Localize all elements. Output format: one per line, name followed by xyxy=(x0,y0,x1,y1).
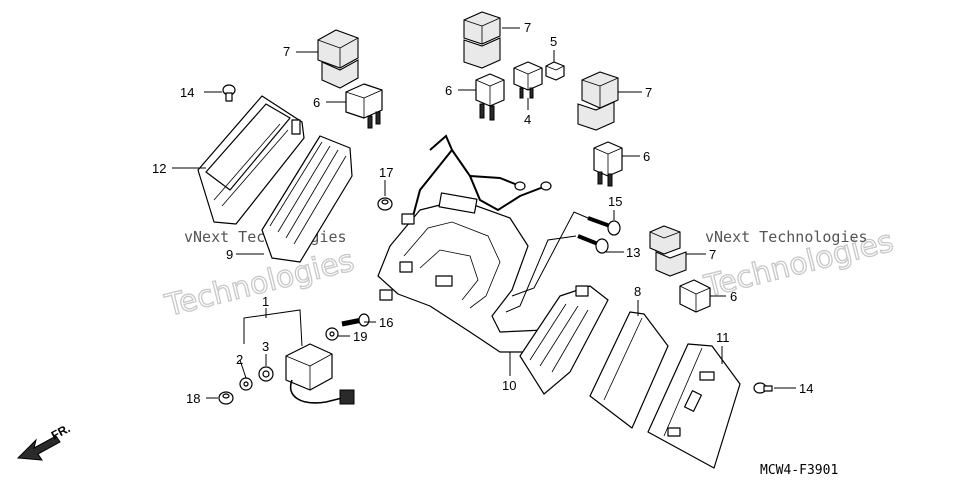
callout-5: 5 xyxy=(550,34,557,49)
bracket-10 xyxy=(377,199,555,353)
callout-6-center: 6 xyxy=(445,83,452,98)
bolt-15 xyxy=(587,216,621,236)
control-unit-9 xyxy=(261,135,353,263)
relay-cap-7-right xyxy=(577,71,619,131)
callout-4: 4 xyxy=(524,112,531,127)
watermark-large-left: Technologies xyxy=(161,243,357,324)
callout-9: 9 xyxy=(226,247,233,262)
module-11 xyxy=(647,343,741,469)
callout-6-left: 6 xyxy=(313,95,320,110)
relay-6-left xyxy=(345,83,383,129)
callout-11: 11 xyxy=(716,330,730,345)
callout-6-right: 6 xyxy=(643,149,650,164)
callout-7-right: 7 xyxy=(645,85,652,100)
callout-17: 17 xyxy=(379,165,393,180)
relay-cap-7-far-right xyxy=(649,225,687,277)
nut-18 xyxy=(218,391,234,405)
bolt-16 xyxy=(341,313,370,327)
relay-cap-7-center xyxy=(463,11,501,69)
callout-13: 13 xyxy=(626,245,640,260)
bolt-13 xyxy=(577,234,609,254)
callout-10: 10 xyxy=(502,378,516,393)
callout-18: 18 xyxy=(186,391,200,406)
relay-6-center xyxy=(475,73,505,121)
callout-6-far-right: 6 xyxy=(730,289,737,304)
callout-16: 16 xyxy=(379,315,393,330)
wiring-harness xyxy=(401,134,552,225)
diagram-code: MCW4-F3901 xyxy=(760,463,838,478)
callout-1: 1 xyxy=(262,294,269,309)
screw-14-right xyxy=(753,382,773,394)
relay-cap-7-left xyxy=(317,29,359,89)
callout-14-left: 14 xyxy=(180,85,194,100)
leader-lines xyxy=(172,27,796,399)
relay-6-right xyxy=(593,141,623,187)
callout-7-far-right: 7 xyxy=(709,247,716,262)
callout-15: 15 xyxy=(608,194,622,209)
module-8 xyxy=(589,311,669,429)
relay-4 xyxy=(513,61,543,99)
callout-3: 3 xyxy=(262,339,269,354)
watermark-small-right: vNext Technologies xyxy=(705,228,868,246)
solenoid-1 xyxy=(285,343,355,405)
screw-14-left xyxy=(222,84,236,102)
cap-5 xyxy=(545,61,565,81)
callout-14-right: 14 xyxy=(799,381,813,396)
tray xyxy=(519,285,609,395)
watermark-left: Technologies vNext Technologies xyxy=(161,228,359,325)
callout-7-top-left: 7 xyxy=(283,44,290,59)
collar-2 xyxy=(239,377,253,391)
grommet-3 xyxy=(258,366,274,382)
relay-6-far-right xyxy=(679,279,711,313)
callout-8: 8 xyxy=(634,284,641,299)
callouts: 7 6 14 12 9 17 7 6 5 4 7 6 15 13 7 6 8 1… xyxy=(152,20,813,406)
cover-12 xyxy=(197,95,305,225)
front-direction-arrow: FR. xyxy=(16,421,72,461)
washer-19 xyxy=(325,327,339,341)
nut-17 xyxy=(377,197,393,211)
callout-7-top-center: 7 xyxy=(524,20,531,35)
callout-19: 19 xyxy=(353,329,367,344)
callout-12: 12 xyxy=(152,161,166,176)
callout-2: 2 xyxy=(236,352,243,367)
